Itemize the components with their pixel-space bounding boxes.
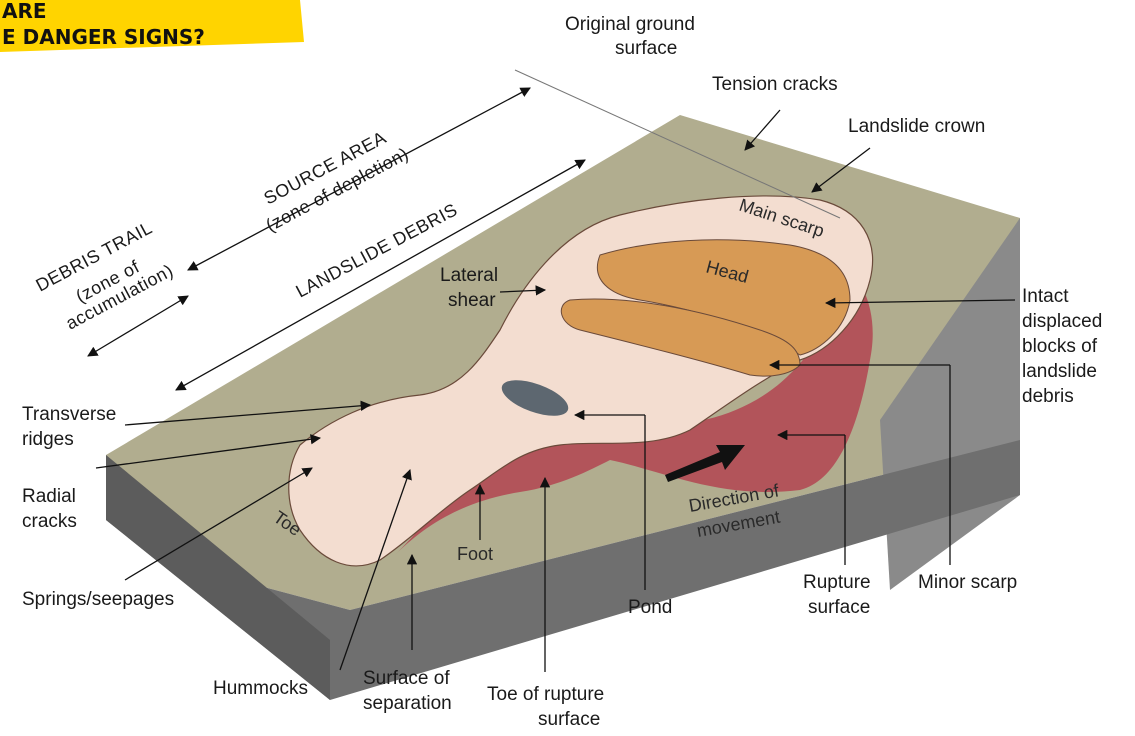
label-pond: Pond [628, 597, 672, 618]
label-original-ground-1: Original ground [565, 14, 695, 35]
label-toe-rupture-1: Toe of rupture [487, 684, 604, 705]
label-radial-1: Radial [22, 486, 76, 507]
label-rupture-1: Rupture [803, 572, 871, 593]
label-toe-rupture-2: surface [538, 709, 600, 730]
label-foot: Foot [457, 544, 493, 564]
label-lateral-1: Lateral [440, 265, 498, 286]
label-intact-3: blocks of [1022, 336, 1098, 357]
label-original-ground-2: surface [615, 38, 677, 59]
banner-line-2: E DANGER SIGNS? [2, 25, 205, 49]
label-springs: Springs/seepages [22, 589, 174, 610]
label-transverse-1: Transverse [22, 404, 116, 425]
label-minor-scarp: Minor scarp [918, 572, 1017, 593]
label-intact-1: Intact [1022, 286, 1069, 307]
label-tension-cracks: Tension cracks [712, 74, 838, 95]
label-lateral-2: shear [448, 290, 496, 311]
label-rupture-2: surface [808, 597, 870, 618]
label-intact-4: landslide [1022, 361, 1097, 382]
label-transverse-2: ridges [22, 429, 74, 450]
label-intact-5: debris [1022, 386, 1074, 407]
banner-line-1: ARE [2, 0, 47, 23]
label-landslide-crown: Landslide crown [848, 116, 985, 137]
label-separation-1: Surface of [363, 668, 450, 689]
label-intact-2: displaced [1022, 311, 1102, 332]
label-radial-2: cracks [22, 511, 77, 532]
label-hummocks: Hummocks [213, 678, 308, 699]
label-separation-2: separation [363, 693, 452, 714]
